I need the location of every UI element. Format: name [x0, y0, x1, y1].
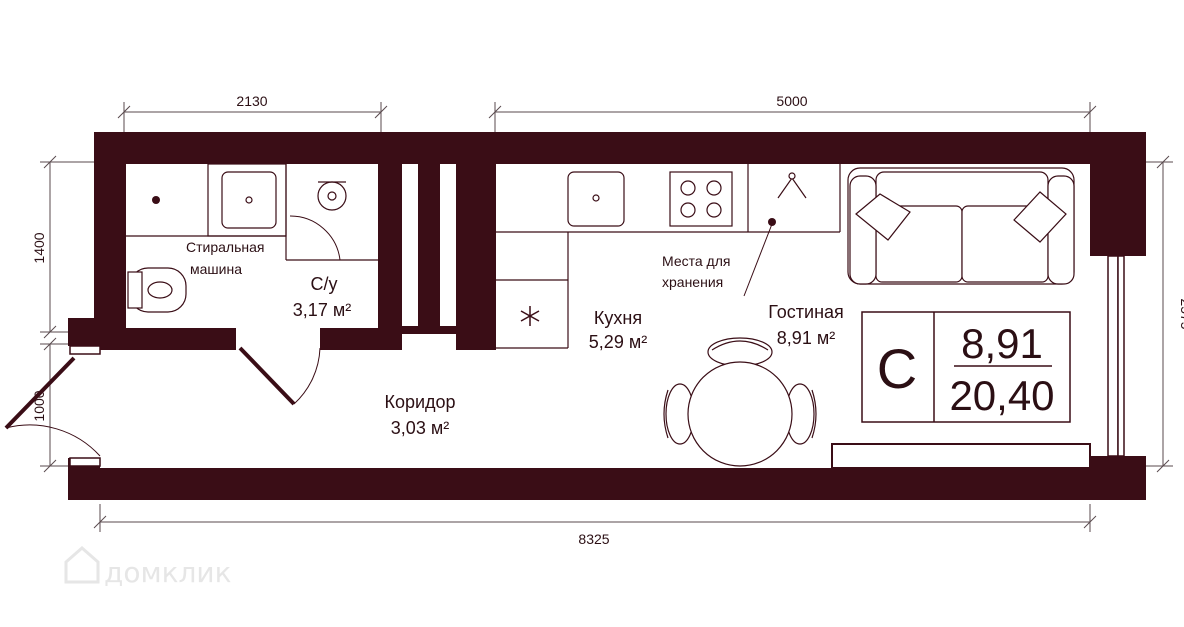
bathroom-fixtures — [126, 163, 380, 313]
living-area-value: 8,91 — [961, 320, 1043, 367]
bathroom-name: С/у — [311, 274, 338, 294]
apartment-type: С — [877, 337, 917, 400]
watermark: домклик — [104, 556, 232, 589]
storage-pointer — [743, 218, 776, 297]
kitchen-area: 5,29 м² — [589, 332, 647, 352]
window-right — [1107, 255, 1125, 457]
sofa — [847, 167, 1075, 285]
dim-total-length: 8325 — [578, 531, 609, 547]
storage-label-line2: хранения — [662, 274, 723, 290]
dimension-lines — [40, 102, 1173, 532]
entry-door — [4, 345, 101, 467]
dim-total-depth: 2575 — [1178, 298, 1184, 329]
corridor-name: Коридор — [384, 392, 455, 412]
living-name: Гостиная — [768, 302, 844, 322]
kitchen-fixtures — [496, 164, 841, 349]
storage-label-line1: Места для — [662, 253, 730, 269]
dim-bath-depth: 1400 — [31, 232, 47, 263]
summary-box — [861, 311, 1071, 423]
corridor-area: 3,03 м² — [391, 418, 449, 438]
washer-marker — [152, 196, 160, 204]
dim-living-width: 5000 — [776, 93, 807, 109]
walls — [68, 132, 1146, 500]
dining-set — [663, 337, 817, 467]
washer-label-line2: машина — [190, 261, 242, 277]
dim-bath-width: 2130 — [236, 93, 267, 109]
bathroom-area: 3,17 м² — [293, 300, 351, 320]
house-logo-icon — [64, 546, 100, 584]
washer-label-line1: Стиральная — [186, 239, 264, 255]
living-area: 8,91 м² — [777, 328, 835, 348]
bathroom-door — [238, 346, 321, 406]
total-area-value: 20,40 — [949, 372, 1054, 419]
kitchen-name: Кухня — [594, 308, 642, 328]
snowflake-icon — [520, 306, 540, 326]
